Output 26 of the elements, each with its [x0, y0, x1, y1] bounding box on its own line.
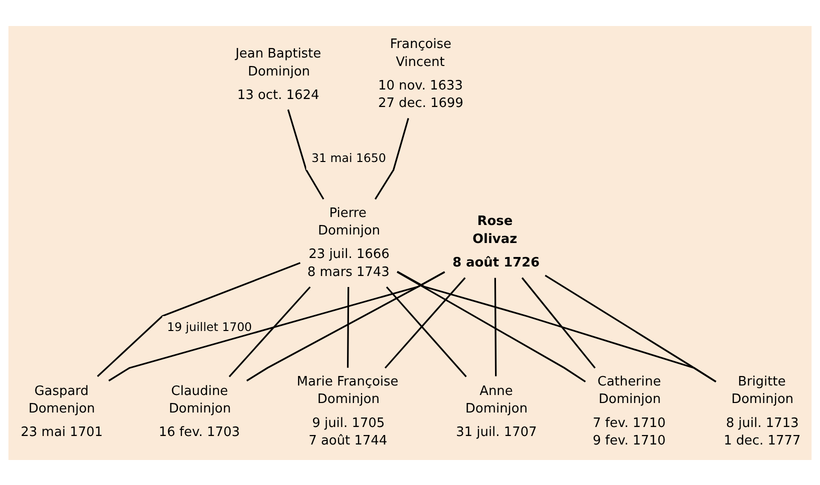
node-text: Anne Dominjon 31 juil. 1707: [456, 383, 537, 440]
node-text: Jean Baptiste Dominjon 13 oct. 1624: [235, 46, 322, 102]
node-text: Pierre Dominjon 23 juil. 1666 8 mars 1743: [307, 205, 390, 280]
connector: [521, 276, 596, 368]
connector: [396, 270, 716, 382]
node-text: Brigitte Dominjon 8 juil. 1713 1 dec. 1777: [724, 374, 801, 448]
node-text: Françoise Vincent 10 nov. 1633 27 dec. 1699: [378, 36, 464, 111]
node-text: Claudine Dominjon 16 fev. 1703: [158, 383, 240, 440]
connector: [108, 270, 446, 381]
node-text: Catherine Dominjon 7 fev. 1710 9 fev. 1710: [592, 374, 666, 448]
connector: [246, 270, 446, 381]
connector: [346, 286, 350, 368]
connector: [287, 108, 324, 200]
connector: [374, 118, 410, 200]
edge-label: 19 juillet 1700: [167, 319, 252, 334]
connector: [384, 276, 466, 368]
connector: [96, 262, 300, 377]
connector: [386, 286, 467, 377]
node-text: Marie Françoise Dominjon 9 juil. 1705 7 août 1744: [296, 374, 398, 448]
connector: [396, 270, 586, 382]
connector: [544, 274, 716, 382]
node-text: Rose Olivaz 8 août 1726: [452, 214, 540, 270]
edge-label: 31 mai 1650: [312, 150, 386, 165]
connector: [494, 277, 497, 376]
node-text: Gaspard Domenjon 23 mai 1701: [20, 383, 103, 440]
connector: [228, 286, 311, 377]
